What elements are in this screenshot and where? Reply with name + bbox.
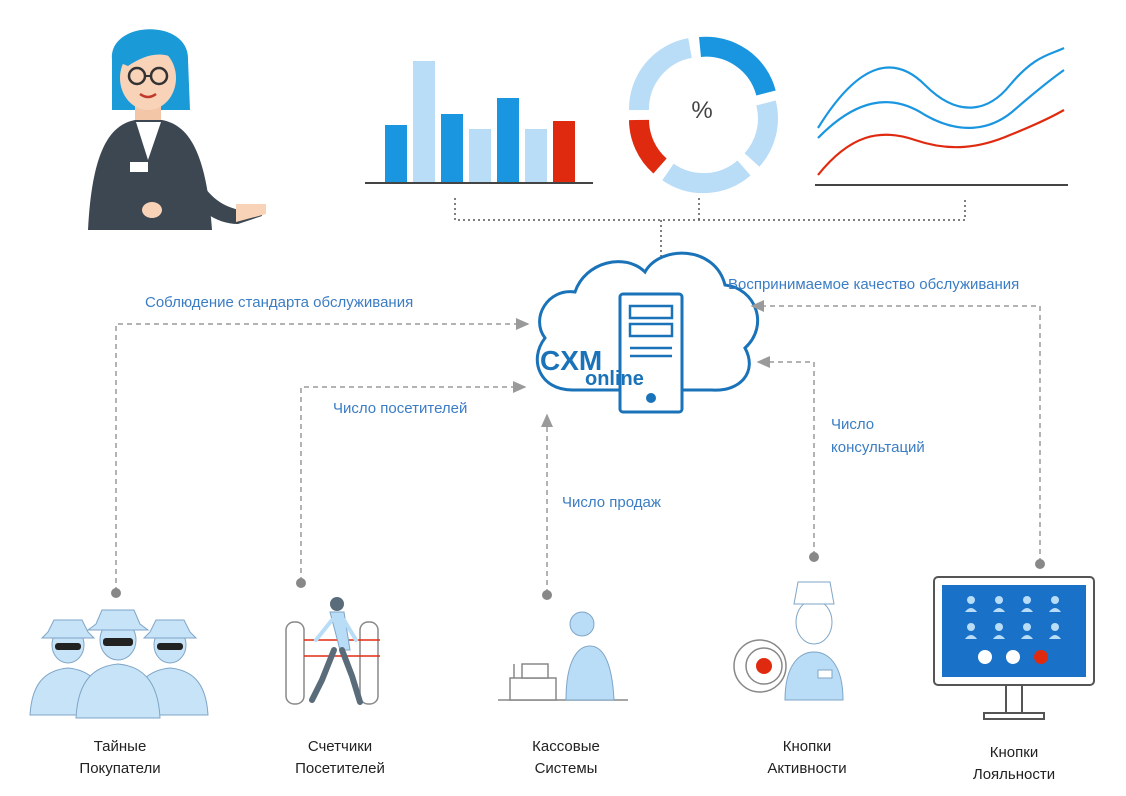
bar-icon-2 bbox=[413, 61, 435, 183]
arrow-visitor-counters bbox=[300, 381, 527, 582]
consultant-illustration bbox=[88, 29, 266, 230]
flow-origin-dots bbox=[111, 552, 1045, 600]
flow-label-visitors: Число посетителей bbox=[333, 400, 468, 417]
cxm-cloud-icon: CXM online bbox=[535, 251, 760, 414]
source-label-mystery-shoppers: Тайные Покупатели bbox=[79, 738, 161, 777]
bar-icon-7 bbox=[553, 121, 575, 183]
brand-cxm: CXM bbox=[540, 345, 602, 376]
loyalty-buttons-icon bbox=[933, 576, 1095, 720]
chart-connector bbox=[454, 198, 966, 262]
flow-label-consultations-line2: консультаций bbox=[831, 439, 925, 456]
bar-icon-5 bbox=[497, 98, 519, 183]
bar-icon-6 bbox=[525, 129, 547, 183]
bar-icon-1 bbox=[385, 125, 407, 183]
flow-label-standard: Соблюдение стандарта обслуживания bbox=[145, 294, 414, 311]
source-label-cash-systems: Кассовые Системы bbox=[532, 738, 600, 777]
bar-chart-icon bbox=[365, 61, 593, 184]
cash-systems-icon bbox=[498, 611, 628, 701]
flow-label-perceived: Воспринимаемое качество обслуживания bbox=[728, 276, 1020, 293]
flow-label-consultations-line1: Число bbox=[831, 416, 875, 433]
arrow-activity-buttons bbox=[756, 356, 815, 556]
bar-icon-3 bbox=[441, 114, 463, 183]
arrow-loyalty-buttons bbox=[750, 300, 1041, 563]
source-label-activity-buttons: Кнопки Активности bbox=[767, 738, 847, 777]
visitor-counters-icon bbox=[285, 597, 380, 705]
source-label-loyalty-buttons: Кнопки Лояльности bbox=[972, 744, 1056, 783]
flow-arrows bbox=[115, 300, 1041, 594]
percent-symbol: % bbox=[691, 97, 712, 124]
brand-online: online bbox=[585, 368, 644, 390]
flow-label-sales: Число продаж bbox=[562, 494, 661, 511]
bar-icon-4 bbox=[469, 129, 491, 183]
activity-buttons-icon bbox=[733, 581, 844, 701]
source-label-visitor-counters: Счетчики Посетителей bbox=[295, 738, 385, 777]
mystery-shoppers-icon bbox=[29, 609, 209, 719]
line-chart-icon bbox=[815, 47, 1068, 186]
arrow-mystery-shoppers bbox=[115, 318, 530, 592]
donut-chart-icon: % bbox=[628, 36, 778, 194]
